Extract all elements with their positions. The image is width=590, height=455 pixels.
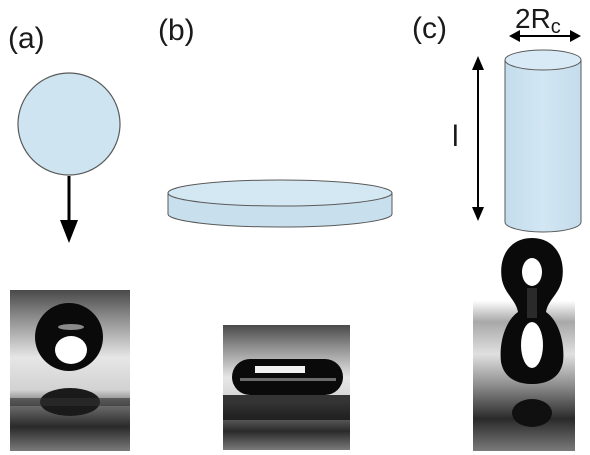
panel-a-schematic bbox=[17, 72, 121, 243]
diameter-arrow bbox=[509, 30, 581, 42]
photo-c-highlight-lower bbox=[521, 322, 543, 368]
panel-label-b: (b) bbox=[158, 14, 195, 47]
panel-label-a: (a) bbox=[8, 22, 45, 55]
length-label: l bbox=[452, 120, 459, 153]
diameter-label: 2Rc bbox=[515, 3, 561, 38]
photo-b-drop-highlight bbox=[255, 366, 305, 373]
panel-label-c: (c) bbox=[412, 12, 447, 45]
cylinder-side bbox=[504, 60, 582, 233]
photo-c-highlight-upper bbox=[522, 258, 542, 286]
panel-b-schematic bbox=[167, 179, 393, 228]
disk-top bbox=[167, 179, 393, 207]
diameter-label-sub: c bbox=[551, 16, 561, 38]
impact-arrow bbox=[60, 176, 78, 243]
photo-b-drop bbox=[232, 359, 343, 395]
sphere-shape bbox=[17, 72, 121, 176]
photo-b bbox=[223, 325, 350, 450]
photo-a bbox=[10, 290, 130, 451]
diameter-label-main: 2R bbox=[515, 3, 551, 34]
photo-a-drop-highlight bbox=[55, 336, 87, 364]
length-arrow bbox=[472, 56, 484, 221]
panel-c-schematic: 2Rc l bbox=[452, 3, 582, 233]
photo-c bbox=[473, 236, 575, 451]
cylinder-top bbox=[504, 49, 582, 71]
photo-c-reflection bbox=[512, 399, 552, 427]
